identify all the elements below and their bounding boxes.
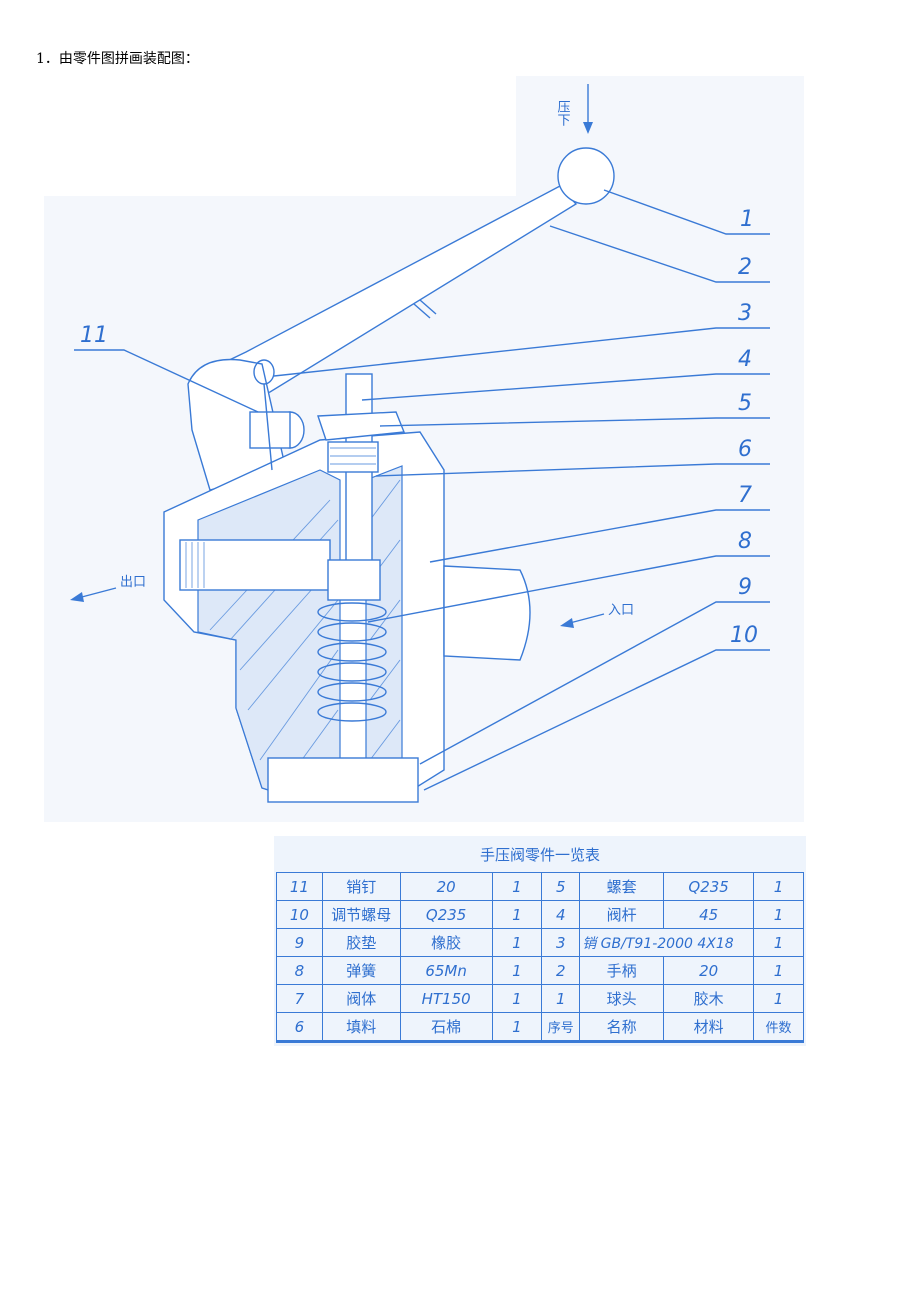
cell-qty: 1 bbox=[491, 928, 543, 957]
cell-material: 橡胶 bbox=[399, 928, 493, 957]
callout-7: 7 bbox=[738, 483, 752, 508]
callout-8: 8 bbox=[738, 529, 752, 554]
cell-material: Q235 bbox=[663, 872, 755, 901]
cell-qty: 1 bbox=[753, 984, 804, 1013]
cell-name-spec: 销 GB/T91-2000 4X18 bbox=[579, 928, 755, 957]
spring-seat bbox=[327, 559, 381, 601]
parts-list-title: 手压阀零件一览表 bbox=[479, 846, 600, 864]
cell-name: 阀体 bbox=[321, 984, 401, 1013]
cell-qty: 1 bbox=[491, 900, 543, 929]
cell-qty: 1 bbox=[753, 872, 804, 901]
callout-5: 5 bbox=[738, 391, 752, 416]
cell-material: 20 bbox=[399, 872, 493, 901]
callout-11: 11 bbox=[80, 323, 108, 348]
nut-thread-lines bbox=[330, 447, 376, 465]
table-row: 9 胶垫 橡胶 1 3 销 GB/T91-2000 4X18 1 bbox=[276, 928, 804, 957]
callout-10: 10 bbox=[730, 623, 758, 648]
inlet-boss bbox=[443, 565, 531, 661]
cell-qty: 1 bbox=[753, 900, 804, 929]
valve-assembly-drawing: 1 2 3 4 5 6 7 8 9 10 11 压下 出口 入口 bbox=[44, 76, 804, 822]
cell-no: 3 bbox=[541, 928, 581, 957]
outlet-arrowhead bbox=[70, 592, 84, 602]
cell-no: 4 bbox=[541, 900, 581, 929]
cell-name: 弹簧 bbox=[321, 956, 401, 985]
outlet-arrow bbox=[77, 587, 117, 599]
callout-3: 3 bbox=[738, 301, 752, 326]
page-heading: 1．由零件图拼画装配图： bbox=[36, 51, 199, 67]
cell-no: 2 bbox=[541, 956, 581, 985]
cell-qty: 1 bbox=[753, 928, 804, 957]
cell-no: 11 bbox=[276, 872, 323, 901]
cell-name: 胶垫 bbox=[321, 928, 401, 957]
cell-name: 调节螺母 bbox=[321, 900, 401, 929]
callout-6: 6 bbox=[738, 437, 752, 462]
parts-table: 11 销钉 20 1 5 螺套 Q235 1 10 调节螺母 Q235 1 4 … bbox=[276, 872, 804, 1043]
leader-lines bbox=[74, 189, 770, 791]
table-row: 8 弹簧 65Mn 1 2 手柄 20 1 bbox=[276, 956, 804, 985]
outlet-label: 出口 bbox=[120, 575, 146, 590]
cell-name: 球头 bbox=[579, 984, 665, 1013]
cell-no: 10 bbox=[276, 900, 323, 929]
cell-no: 9 bbox=[276, 928, 323, 957]
outlet-thread bbox=[185, 542, 205, 588]
header-name: 名称 bbox=[579, 1012, 665, 1043]
table-row: 6 填料 石棉 1 序号 名称 材料 件数 bbox=[276, 1012, 804, 1043]
outlet-bore bbox=[179, 539, 331, 591]
callout-9: 9 bbox=[738, 575, 752, 600]
cell-name: 手柄 bbox=[579, 956, 665, 985]
cell-no: 6 bbox=[276, 1012, 323, 1043]
cell-material: Q235 bbox=[399, 900, 493, 929]
callout-2: 2 bbox=[738, 255, 752, 280]
cell-qty: 1 bbox=[491, 956, 543, 985]
table-row: 7 阀体 HT150 1 1 球头 胶木 1 bbox=[276, 984, 804, 1013]
inlet-arrowhead bbox=[560, 618, 574, 628]
cell-material: 20 bbox=[663, 956, 755, 985]
cell-qty: 1 bbox=[753, 956, 804, 985]
cell-material: 胶木 bbox=[663, 984, 755, 1013]
spring bbox=[317, 602, 387, 722]
cell-material: 65Mn bbox=[399, 956, 493, 985]
table-row: 10 调节螺母 Q235 1 4 阀杆 45 1 bbox=[276, 900, 804, 929]
callout-1: 1 bbox=[740, 207, 754, 232]
header-no: 序号 bbox=[541, 1012, 581, 1043]
parts-list: 手压阀零件一览表 11 销钉 20 1 5 螺套 Q235 1 10 调节螺母 … bbox=[274, 836, 806, 1046]
cotter-pin-leg bbox=[263, 383, 273, 471]
nut-thread bbox=[327, 441, 379, 473]
cell-no: 7 bbox=[276, 984, 323, 1013]
cell-qty: 1 bbox=[491, 872, 543, 901]
cell-material: HT150 bbox=[399, 984, 493, 1013]
callout-4: 4 bbox=[738, 347, 752, 372]
cell-no: 8 bbox=[276, 956, 323, 985]
packing-nut bbox=[317, 411, 405, 441]
inlet-label: 入口 bbox=[608, 603, 634, 618]
cell-name: 填料 bbox=[321, 1012, 401, 1043]
cell-name: 阀杆 bbox=[579, 900, 665, 929]
cell-material: 石棉 bbox=[399, 1012, 493, 1043]
cell-name: 螺套 bbox=[579, 872, 665, 901]
press-down-label: 压下 bbox=[555, 100, 571, 126]
handle-joint bbox=[419, 299, 437, 315]
cell-material: 45 bbox=[663, 900, 755, 929]
cell-qty: 1 bbox=[491, 1012, 543, 1043]
cell-qty: 1 bbox=[491, 984, 543, 1013]
cell-no: 5 bbox=[541, 872, 581, 901]
adjusting-nut bbox=[267, 757, 419, 803]
table-row: 11 销钉 20 1 5 螺套 Q235 1 bbox=[276, 872, 804, 901]
handle-joint-2 bbox=[413, 303, 431, 319]
header-qty: 件数 bbox=[753, 1012, 804, 1043]
cell-name: 销钉 bbox=[321, 872, 401, 901]
ball-head bbox=[557, 147, 615, 205]
cell-no: 1 bbox=[541, 984, 581, 1013]
press-down-arrowhead bbox=[583, 122, 593, 134]
header-material: 材料 bbox=[663, 1012, 755, 1043]
